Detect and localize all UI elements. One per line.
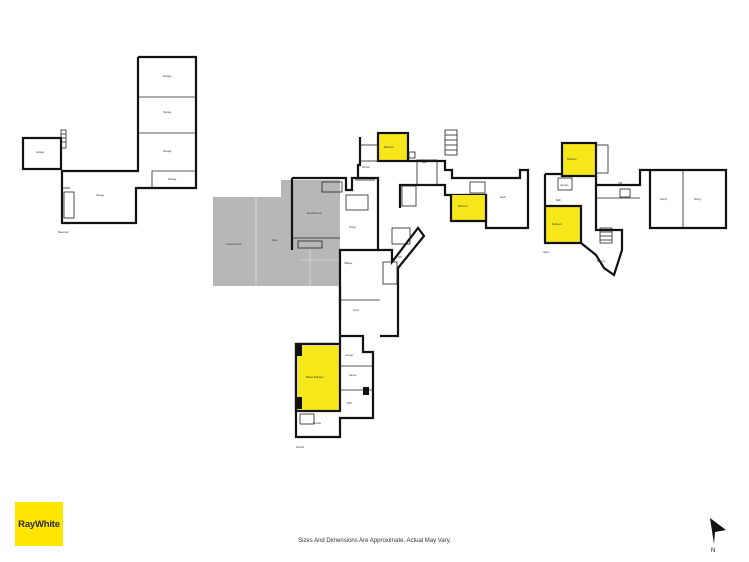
room-label: WC — [398, 256, 402, 259]
raywhite-logo: RayWhite — [15, 502, 63, 546]
ground-level: Covered Deck Deck Entertainment Kitchen … — [213, 129, 530, 449]
room-label: Bedroom — [567, 158, 577, 161]
room-label: Storage — [163, 150, 172, 153]
deck-area — [213, 180, 340, 286]
level-label: Basement — [58, 231, 69, 234]
logo-text: RayWhite — [18, 518, 60, 530]
room-label: Lounge — [345, 354, 354, 357]
upper-main-walls — [594, 168, 728, 230]
entertainment-walls — [292, 176, 380, 320]
room-label: Foyer — [353, 309, 359, 312]
level-label: Ground — [296, 446, 305, 449]
room-label: Hall — [618, 182, 623, 185]
room-label: Bedroom — [458, 205, 468, 208]
room-label: Garage — [96, 194, 105, 197]
north-label: N — [711, 548, 715, 554]
highlight-bedroom-upper — [562, 143, 596, 176]
highlight-bedroom-upper2 — [545, 206, 581, 243]
level-label: Upper — [543, 251, 550, 254]
room-label: Study — [500, 196, 507, 199]
room-label: Bath — [556, 199, 562, 202]
room-label: Bedroom — [384, 146, 394, 149]
basement-level: Garage Garage Storage Storage Storage St… — [21, 55, 198, 234]
north-arrow-icon: N — [710, 518, 726, 554]
highlight-bedroom-top — [378, 133, 408, 161]
upper-level: Bedroom Laundry Bath Bedroom Hall Family… — [543, 141, 728, 277]
room-label: Storage — [163, 75, 172, 78]
basement-small-garage-walls — [21, 136, 63, 171]
room-label: Sitting — [694, 198, 701, 201]
room-label: Garage — [36, 151, 45, 154]
basement-stair — [60, 129, 67, 149]
disclaimer-text: Sizes And Dimensions Are Approximate, Ac… — [298, 538, 451, 544]
hallway-walls — [378, 226, 426, 338]
room-label: Kitchen — [362, 166, 371, 169]
room-label: Storage — [168, 178, 177, 181]
room-label: Bedroom — [552, 223, 562, 226]
room-label: Dining — [349, 226, 356, 229]
room-label: Ensuite — [313, 422, 322, 425]
highlight-bedroom-mid — [451, 195, 485, 221]
room-label: Games — [349, 374, 358, 377]
room-label: Storage — [163, 111, 172, 114]
basement-main-walls — [60, 55, 198, 225]
room-label: Balcony — [597, 260, 606, 263]
room-label: Covered Deck — [226, 243, 242, 246]
room-label: Hallway — [344, 262, 353, 265]
room-label: Laundry — [560, 184, 569, 187]
room-label: Entertainment — [307, 212, 322, 215]
highlight-master — [298, 346, 340, 410]
centre-wing-walls — [398, 159, 530, 230]
room-label: Bath — [422, 161, 428, 164]
room-label: Deck — [272, 239, 278, 242]
room-label: WIR — [347, 402, 352, 405]
room-label: Family — [660, 198, 668, 201]
room-label: Master Bedroom — [306, 376, 324, 379]
